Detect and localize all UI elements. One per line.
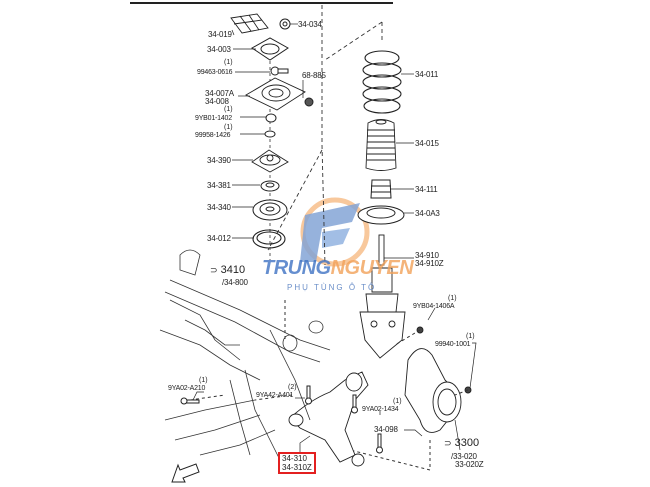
quantity-label: (2)	[288, 384, 297, 391]
quantity-label: (1)	[224, 106, 233, 113]
bolt-part	[304, 97, 314, 107]
spring-seat-part	[252, 199, 288, 221]
part-label: 34-910Z	[415, 259, 444, 268]
nut-part	[265, 113, 277, 123]
part-label: 34-011	[415, 70, 439, 79]
quantity-label: (1)	[199, 377, 208, 384]
shock-absorber-part	[359, 234, 406, 359]
washer-part	[264, 130, 276, 138]
nut-part	[279, 18, 291, 30]
part-label: 9YA42-A401	[256, 392, 294, 399]
part-label: 34-390	[207, 156, 231, 165]
part-ref-icon: ⊃	[444, 438, 452, 448]
highlight-line-1: 34-310	[282, 454, 307, 463]
part-label: 99958-1426	[195, 132, 231, 139]
group-ref-number: 3300	[454, 437, 480, 449]
watermark-brand-part2: NGUYEN	[330, 257, 414, 279]
part-label: 34-019	[208, 30, 232, 39]
part-label: 34-111	[415, 185, 438, 194]
quantity-label: (1)	[393, 398, 402, 405]
part-label: 34-381	[207, 181, 231, 190]
dust-boot-part	[365, 119, 397, 171]
part-label: 34-012	[207, 234, 231, 243]
part-label: 34-340	[207, 203, 231, 212]
watermark-brand: TRUNGNGUYEN	[262, 257, 414, 280]
spring-lower-seat-part	[357, 205, 405, 225]
subframe-part	[159, 249, 331, 471]
mount-plate-part	[245, 77, 306, 111]
group-ref-knuckle: ⊃ 3300	[444, 437, 479, 449]
part-label: 34-015	[415, 139, 439, 148]
lower-control-arm-part	[288, 371, 369, 467]
watermark-brand-part1: TRUNG	[262, 257, 331, 279]
watermark-tagline: PHỤ TÙNG Ô TÔ	[287, 283, 377, 292]
forward-arrow-icon	[171, 463, 200, 483]
part-label: 9YB04-1406A	[413, 303, 455, 310]
part-label: 9YA02-A210	[168, 385, 206, 392]
part-label: 34-003	[207, 45, 231, 54]
insulator-ring-part	[252, 229, 286, 249]
gasket-part	[251, 37, 289, 61]
highlight-line-2: 34-310Z	[282, 463, 312, 472]
strut-mount-part	[251, 149, 289, 173]
guide-line	[324, 21, 383, 61]
guide-line	[394, 329, 469, 396]
part-label: 9YA02-1434	[362, 406, 399, 413]
part-label: 34-007A	[205, 89, 234, 98]
group-ref-subframe: ⊃ 3410	[210, 264, 245, 276]
bolt-part	[270, 66, 289, 76]
part-label: 34-098	[374, 425, 398, 434]
group-sub-label: /34-800	[222, 278, 248, 287]
highlighted-part-box[interactable]: 34-310 34-310Z	[278, 452, 316, 474]
part-ref-icon: ⊃	[210, 265, 218, 275]
bearing-part	[260, 180, 280, 192]
guide-line	[189, 300, 293, 401]
part-label: 99940-1001	[435, 341, 471, 348]
part-label: 34-008	[205, 97, 229, 106]
bolt-part	[180, 385, 383, 454]
part-label: 99463-0616	[197, 69, 233, 76]
guide-line	[319, 429, 431, 471]
quantity-label: (1)	[224, 59, 233, 66]
leader-lines	[192, 23, 477, 455]
group-sub-label: /33-020	[451, 452, 477, 461]
group-ref-number: 3410	[220, 264, 246, 276]
part-label: 34-0A3	[415, 209, 440, 218]
part-label: 34-910	[415, 251, 439, 260]
quantity-label: (1)	[466, 333, 475, 340]
mount-pad-part	[230, 13, 269, 34]
watermark-logo-icon	[300, 197, 370, 267]
bump-stop-part	[370, 179, 392, 199]
part-label: 68-885	[302, 71, 326, 80]
part-label: 9YB01-1402	[195, 115, 232, 122]
part-label: 34-034	[298, 20, 322, 29]
quantity-label: (1)	[224, 124, 233, 131]
coil-spring-part	[362, 50, 402, 114]
quantity-label: (1)	[448, 295, 457, 302]
steering-knuckle-part	[404, 326, 472, 433]
part-label: 33-020Z	[455, 460, 484, 469]
